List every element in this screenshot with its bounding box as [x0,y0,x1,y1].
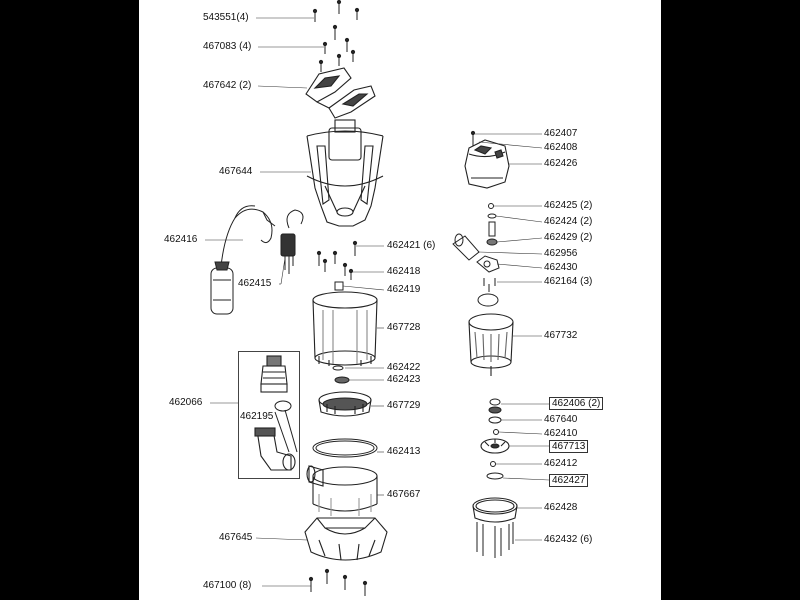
bearing-462406 [488,398,502,414]
label-462956: 462956 [544,248,578,259]
motor-housing-467728 [312,291,378,366]
label-462195: 462195 [240,411,274,422]
bracket-462430 [476,255,500,273]
o-ring-462413 [312,438,378,458]
label-467640: 467640 [544,414,578,425]
label-462426: 462426 [544,158,578,169]
seal-462423 [334,376,350,384]
label-462410: 462410 [544,428,578,439]
nut-462412 [490,461,496,467]
label-543551: 543551(4) [203,12,249,23]
elbow-fitting-462066 [254,427,296,471]
label-462427: 462427 [549,474,589,487]
label-462164: 462164 (3) [544,276,593,287]
label-467644: 467644 [219,166,253,177]
label-462432: 462432 (6) [544,534,593,545]
label-467713: 467713 [549,440,589,453]
clip-462419 [334,281,344,291]
screws-543551 [312,0,360,40]
screws-467083 [318,37,356,72]
screws-467100 [308,568,368,596]
parts-462425-462429 [486,203,498,246]
label-462066: 462066 [169,397,203,408]
motor-467732 [468,313,514,376]
impeller-467713 [480,438,510,454]
screws-462432 [476,522,514,558]
screws-462421 [316,240,358,280]
label-462416: 462416 [164,234,198,245]
label-467732: 467732 [544,330,578,341]
label-462428: 462428 [544,502,578,513]
label-462429: 462429 (2) [544,232,593,243]
parts-diagram-sheet: 543551(4) 467083 (4) 467642 (2) 467644 4… [139,0,661,600]
label-462418: 462418 [387,266,421,277]
housing-ring-462428 [472,497,518,523]
label-467667: 467667 [387,489,421,500]
label-462406: 462406 (2) [549,397,604,410]
screws-462164 [483,278,496,292]
o-ring-462195 [274,400,298,453]
pump-body-467667 [306,465,378,516]
handle-467642 [305,67,376,119]
label-467100: 467100 (8) [203,580,252,591]
label-462412: 462412 [544,458,578,469]
label-462425: 462425 (2) [544,200,593,211]
washer-462410 [493,429,499,435]
label-462419: 462419 [387,284,421,295]
leader-lines [205,17,550,587]
outlet-fitting-462066 [260,355,288,393]
float-switch-cable-462416 [210,205,276,315]
seal-467640 [488,416,502,424]
fittings-kit-frame [238,351,300,479]
motor-cap-462426 [464,139,510,189]
label-467642: 467642 (2) [203,80,252,91]
o-ring-462427 [486,472,504,480]
capacitor-462956 [452,233,480,261]
label-462407: 462407 [544,128,578,139]
label-467645: 467645 [219,532,253,543]
label-462422: 462422 [387,362,421,373]
label-462413: 462413 [387,446,421,457]
label-462408: 462408 [544,142,578,153]
label-467728: 467728 [387,322,421,333]
label-467083: 467083 (4) [203,41,252,52]
upper-housing-467644 [306,119,384,227]
label-462423: 462423 [387,374,421,385]
exploded-parts-drawing [205,0,550,596]
impeller-cover-467729 [318,391,372,417]
plate-462164 [477,293,499,307]
screw-462407 [470,130,476,146]
label-462415: 462415 [238,278,272,289]
label-462430: 462430 [544,262,578,273]
label-462421: 462421 (6) [387,240,436,251]
label-462424: 462424 (2) [544,216,593,227]
base-467645 [304,517,388,561]
label-467729: 467729 [387,400,421,411]
plug-462415 [280,209,304,274]
seal-462422 [332,365,344,371]
